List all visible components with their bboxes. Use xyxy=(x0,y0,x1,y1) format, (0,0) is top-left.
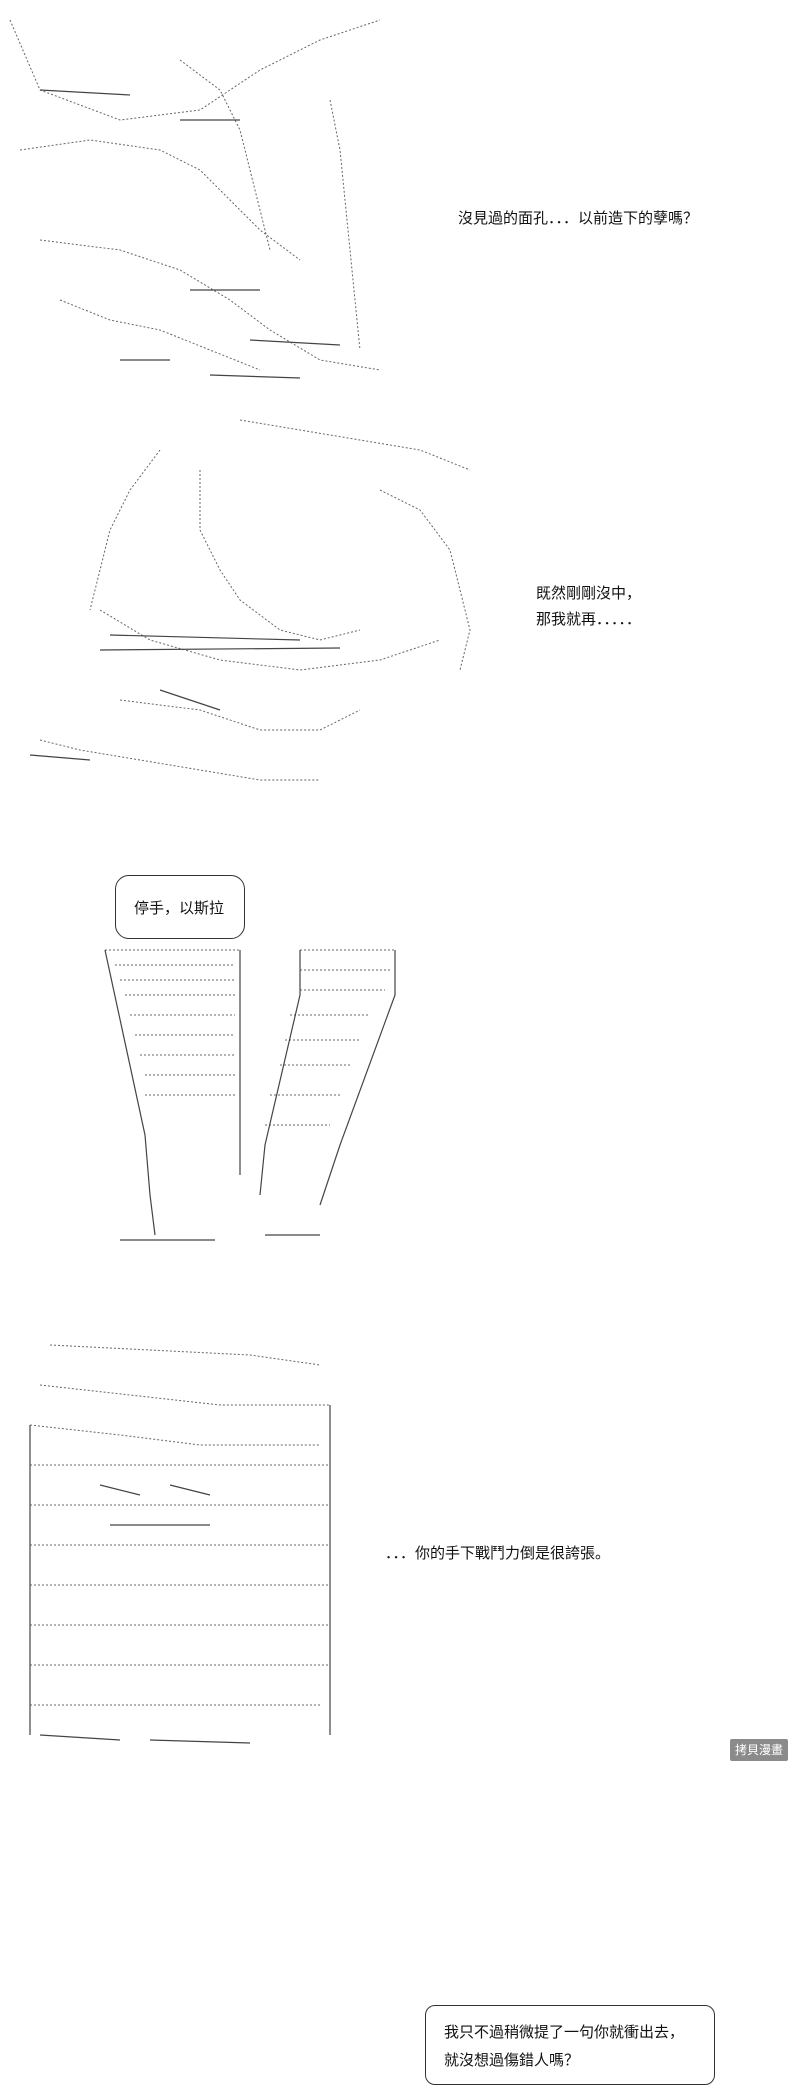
panel-1: 沒見過的面孔．．．以前造下的孽嗎？ xyxy=(0,0,800,390)
panel-4: ．．．你的手下戰鬥力倒是很誇張。 xyxy=(0,1335,800,1760)
narration-text: 沒見過的面孔．．．以前造下的孽嗎？ xyxy=(458,209,699,227)
speech-bubble: 停手，以斯拉 xyxy=(115,875,246,939)
watermark-logo: 拷貝漫畫 xyxy=(730,1739,788,1761)
narration-text: 既然剛剛沒中， 那我就再．．．．． xyxy=(536,584,642,628)
ascii-art-figure-3 xyxy=(104,949,396,1241)
panel-3: 我只不過稍微提了一句你就衝出去， 就沒想過傷錯人嗎？ xyxy=(0,935,800,2085)
narration-text: ．．．你的手下戰鬥力倒是很誇張。 xyxy=(385,1544,611,1562)
ascii-art-figure-2 xyxy=(29,419,471,781)
speech-bubble: 我只不過稍微提了一句你就衝出去， 就沒想過傷錯人嗎？ xyxy=(425,2005,715,2085)
panel-2: 既然剛剛沒中， 那我就再．．．．． 停手，以斯拉 xyxy=(0,410,800,939)
ascii-art-figure-4 xyxy=(29,1344,331,1744)
ascii-art-figure-1 xyxy=(9,19,381,379)
